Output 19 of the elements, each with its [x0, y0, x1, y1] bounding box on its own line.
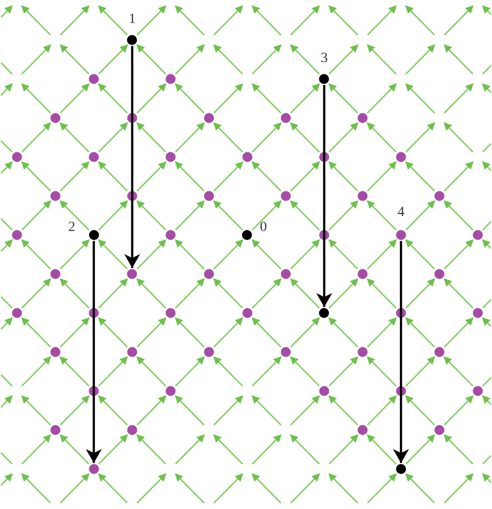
- dot: [319, 74, 330, 84]
- dot: [88, 464, 99, 474]
- arrow: [86, 241, 102, 463]
- dot: [242, 230, 252, 240]
- point-number: 0: [260, 221, 267, 235]
- point-number: 2: [68, 221, 76, 235]
- dot: [396, 230, 406, 240]
- dot: [88, 230, 99, 240]
- dot: [319, 308, 330, 318]
- arrow: [393, 241, 409, 463]
- point-number: 3: [320, 52, 328, 66]
- point-number: 1: [128, 13, 136, 27]
- arrow: [98, 239, 128, 270]
- dot: [127, 35, 138, 45]
- dot: [396, 464, 406, 474]
- arrow: [124, 46, 140, 268]
- dot: [127, 269, 138, 279]
- point-number: 4: [398, 206, 404, 220]
- arrow: [316, 85, 332, 307]
